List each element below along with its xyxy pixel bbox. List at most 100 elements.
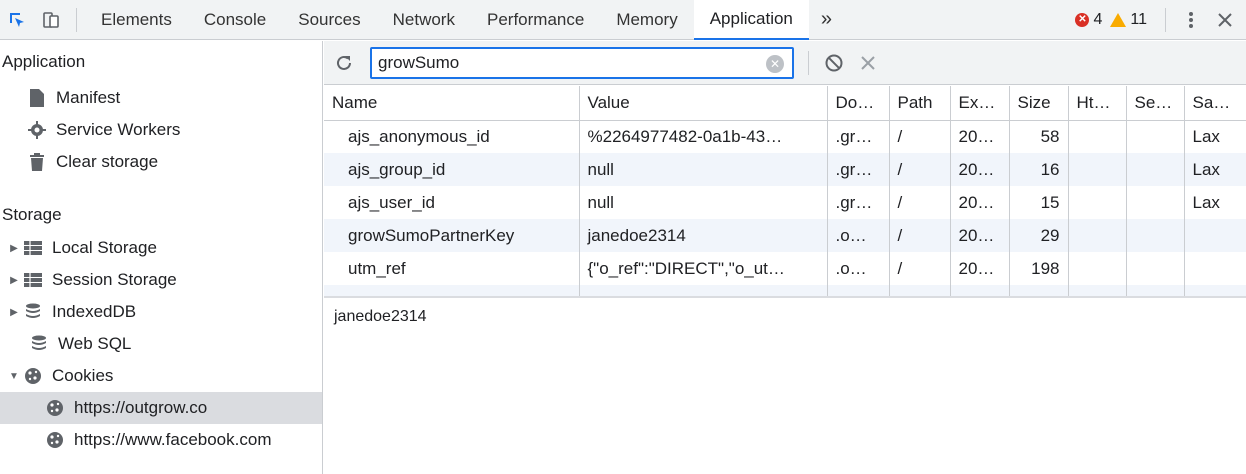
sidebar-item-cookie-outgrow[interactable]: https://outgrow.co (0, 392, 322, 424)
database-icon (30, 335, 48, 353)
cell-size: 15 (1009, 186, 1069, 219)
sidebar-item-web-sql[interactable]: Web SQL (0, 328, 322, 360)
sidebar-item-label: Web SQL (58, 334, 132, 353)
error-badge[interactable]: ✕ 4 11 (1075, 11, 1147, 29)
cell-name: ajs_anonymous_id (324, 120, 580, 153)
cell-secure (1126, 153, 1185, 186)
sidebar-item-service-workers[interactable]: Service Workers (0, 114, 322, 146)
cell-httponly (1068, 219, 1127, 252)
cookie-icon (46, 399, 64, 417)
filter-input[interactable] (372, 48, 752, 77)
cell-secure (1126, 219, 1185, 252)
table-row[interactable]: growSumoPartnerKey janedoe2314 .o… / 20…… (324, 219, 1246, 252)
tab-memory[interactable]: Memory (616, 9, 678, 29)
cell-name: utm_ref (324, 252, 580, 285)
expand-arrow-icon[interactable]: ▶ (10, 274, 18, 286)
cell-samesite (1184, 252, 1246, 285)
sidebar-item-cookie-facebook[interactable]: https://www.facebook.com (0, 424, 322, 456)
cookie-value-preview: janedoe2314 (334, 308, 427, 325)
kebab-menu-icon[interactable] (1174, 0, 1208, 40)
cell-domain: .o… (827, 252, 890, 285)
devtools-toolbar: Elements Console Sources Network Perform… (0, 0, 1246, 40)
cell-path: / (889, 153, 951, 186)
cell-name: growSumoPartnerKey (324, 219, 580, 252)
gear-icon (28, 121, 46, 139)
sidebar-item-session-storage[interactable]: ▶ Session Storage (0, 264, 322, 296)
cell-httponly (1068, 153, 1127, 186)
close-devtools-icon[interactable] (1208, 0, 1242, 40)
cell-size: 58 (1009, 120, 1069, 153)
table-row[interactable]: utm_ref {"o_ref":"DIRECT","o_ut… .o… / 2… (324, 252, 1246, 285)
column-header-samesite[interactable]: Sa… (1184, 86, 1246, 121)
column-header-secure[interactable]: Se… (1126, 86, 1185, 121)
tab-application[interactable]: Application (693, 0, 809, 40)
cell-expires: 20… (950, 252, 1010, 285)
sidebar-item-indexeddb[interactable]: ▶ IndexedDB (0, 296, 322, 328)
tab-sources[interactable]: Sources (298, 9, 361, 29)
cell-secure (1126, 252, 1185, 285)
tab-elements[interactable]: Elements (101, 9, 172, 29)
cookie-icon (46, 431, 64, 449)
tab-network[interactable]: Network (392, 9, 455, 29)
cell-samesite (1184, 219, 1246, 252)
cell-secure (1126, 186, 1185, 219)
collapse-arrow-icon[interactable]: ▼ (9, 370, 19, 382)
table-row[interactable]: ajs_anonymous_id %2264977482-0a1b-43… .g… (324, 120, 1246, 153)
sidebar-item-label: IndexedDB (52, 302, 137, 321)
sidebar-item-clear-storage[interactable]: Clear storage (0, 146, 322, 178)
application-sidebar: Application Manifest Service Workers Cle… (0, 41, 323, 474)
column-header-name[interactable]: Name (324, 86, 580, 121)
clear-filter-icon[interactable]: ✕ (766, 54, 784, 73)
cell-samesite: Lax (1192, 126, 1220, 146)
cell-expires: 20… (950, 120, 1010, 153)
clear-all-cookies-icon[interactable] (817, 43, 851, 83)
expand-arrow-icon[interactable]: ▶ (10, 306, 18, 318)
tab-performance[interactable]: Performance (486, 9, 585, 29)
sidebar-item-label: https://outgrow.co (74, 398, 208, 417)
sidebar-item-manifest[interactable]: Manifest (0, 82, 322, 114)
tab-console[interactable]: Console (203, 9, 267, 29)
cell-domain: .gr… (827, 186, 890, 219)
cookie-filter-bar: ✕ (324, 41, 1246, 85)
cell-size: 29 (1009, 219, 1069, 252)
filter-box[interactable]: ✕ (370, 46, 794, 79)
cell-path: / (889, 219, 951, 252)
expand-arrow-icon[interactable]: ▶ (10, 242, 18, 254)
delete-selected-icon[interactable] (851, 43, 885, 83)
cell-value: janedoe2314 (579, 219, 828, 252)
column-header-httponly[interactable]: Ht… (1068, 86, 1127, 121)
cell-path: / (889, 120, 951, 153)
refresh-icon[interactable] (324, 43, 364, 83)
grid-icon (24, 239, 42, 257)
column-header-value[interactable]: Value (579, 86, 828, 121)
column-header-size[interactable]: Size (1009, 86, 1069, 121)
cell-expires: 20… (950, 219, 1010, 252)
cell-domain: .gr… (827, 120, 890, 153)
sidebar-item-label: Session Storage (52, 270, 177, 289)
cell-size: 198 (1009, 252, 1069, 285)
toolbar-separator (808, 50, 809, 75)
table-row[interactable]: ajs_group_id null .gr… / 20… 16 Lax (324, 153, 1246, 186)
cell-samesite: Lax (1184, 153, 1246, 186)
cell-httponly (1068, 252, 1127, 285)
inspect-element-icon[interactable] (0, 0, 34, 40)
cell-httponly (1068, 186, 1127, 219)
column-header-domain[interactable]: Do… (827, 86, 890, 121)
sidebar-item-local-storage[interactable]: ▶ Local Storage (0, 232, 322, 264)
cell-domain: .gr… (827, 153, 890, 186)
toolbar-separator (76, 7, 77, 32)
database-icon (24, 303, 42, 321)
warning-icon (1110, 13, 1127, 27)
cell-value: null (579, 153, 828, 186)
sidebar-item-label: Service Workers (56, 120, 181, 139)
column-header-path[interactable]: Path (889, 86, 951, 121)
table-row-empty (324, 285, 1246, 296)
column-header-expires[interactable]: Ex… (950, 86, 1010, 121)
table-row[interactable]: ajs_user_id null .gr… / 20… 15 Lax (324, 186, 1246, 219)
sidebar-header-storage: Storage (2, 205, 62, 224)
more-tabs-button[interactable]: » (820, 8, 833, 30)
device-toolbar-icon[interactable] (34, 0, 68, 40)
sidebar-item-cookies[interactable]: ▼ Cookies (0, 360, 322, 392)
cookie-icon (24, 367, 42, 385)
cell-path: / (889, 186, 951, 219)
